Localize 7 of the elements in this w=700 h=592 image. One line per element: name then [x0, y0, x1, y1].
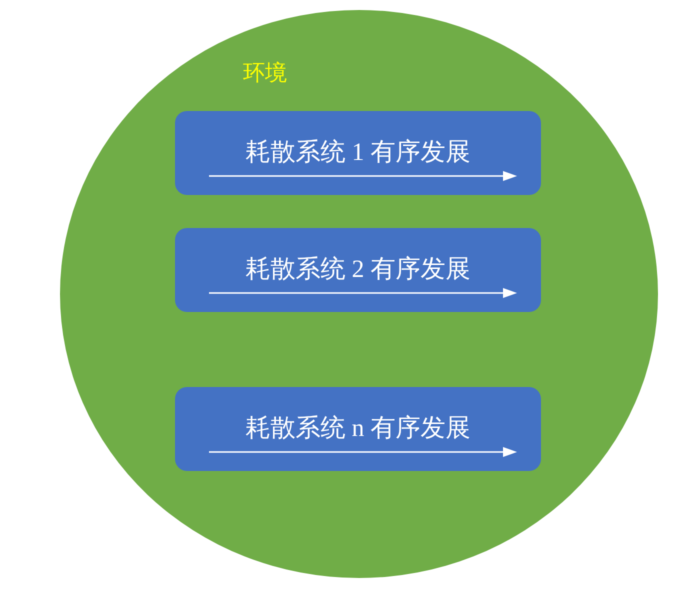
- system-label: 耗散系统 n 有序发展: [244, 414, 472, 444]
- system-label: 耗散系统 1 有序发展: [244, 138, 472, 168]
- environment-label: 环境: [243, 60, 287, 88]
- system-box: [175, 228, 541, 312]
- system-box: [175, 387, 541, 471]
- system-box: [175, 111, 541, 195]
- system-label: 耗散系统 2 有序发展: [244, 254, 472, 285]
